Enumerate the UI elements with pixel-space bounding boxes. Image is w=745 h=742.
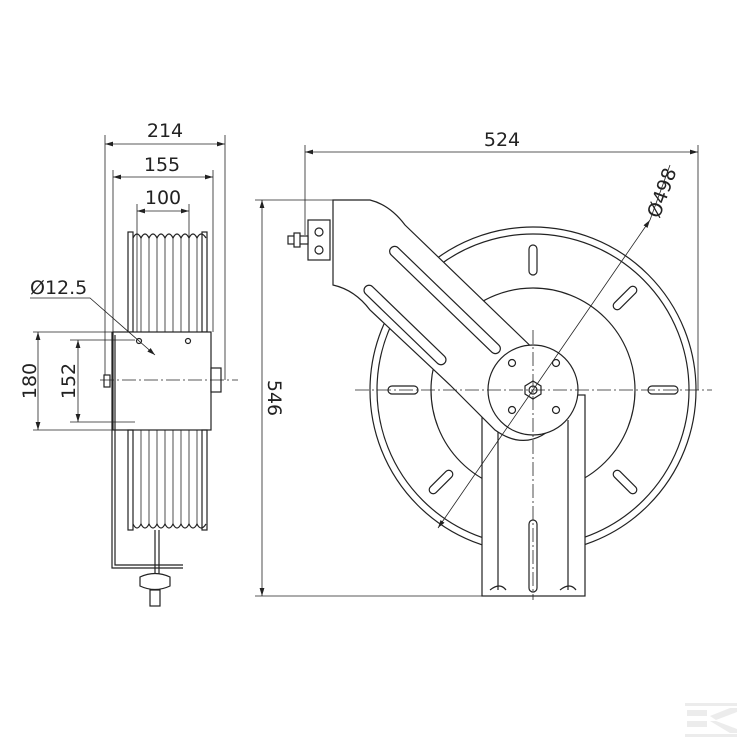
side-view: 214 155 100: [19, 120, 238, 607]
hose-outlet: [139, 572, 171, 591]
dim-498-label: Ø498: [643, 165, 681, 221]
hose-coil-lower: [127, 429, 208, 531]
front-view: 524 546: [255, 129, 712, 600]
dim-546-label: 546: [263, 380, 285, 416]
dim-line-498: [437, 219, 651, 529]
hose-coil-upper: [127, 231, 208, 333]
hub-housing: [112, 331, 212, 431]
dim-152-label: 152: [58, 363, 80, 399]
brand-logo-icon: [685, 703, 737, 737]
dim-155-label: 155: [144, 154, 180, 176]
hole-leader-line: [30, 297, 156, 356]
dim-214-label: 214: [147, 120, 183, 142]
dim-180-label: 180: [19, 363, 41, 399]
dim-100-label: 100: [145, 187, 181, 209]
dim-524-label: 524: [484, 129, 520, 151]
dim-hole-diameter-label: Ø12.5: [30, 277, 87, 299]
